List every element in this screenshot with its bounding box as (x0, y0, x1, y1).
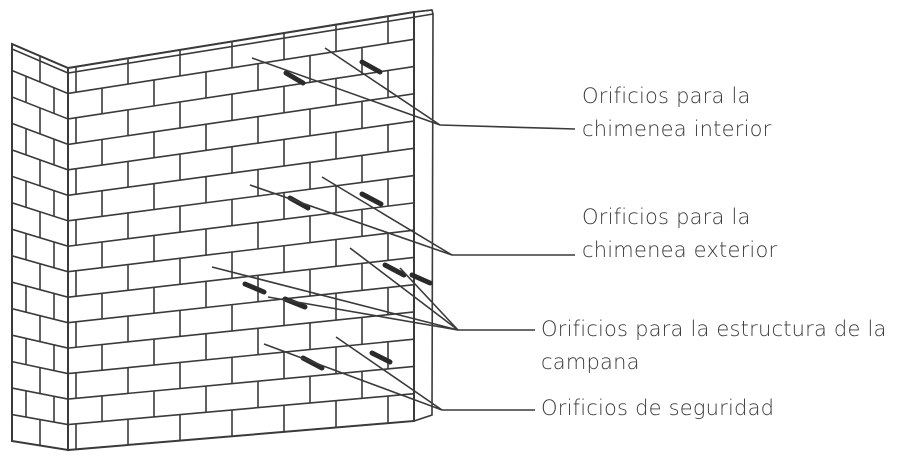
label-chimenea-exterior-line2: chimenea exterior (582, 238, 778, 262)
label-chimenea-interior-line2: chimenea interior (582, 117, 772, 141)
drill-hole (359, 191, 384, 207)
drill-hole (283, 70, 306, 86)
drill-hole (369, 350, 393, 365)
drill-hole (359, 59, 383, 75)
label-estructura-campana-line1: Orificios para la estructura de la (541, 317, 887, 341)
wall-top-edge (11, 9, 434, 422)
label-seguridad: Orificios de seguridad (541, 392, 774, 425)
label-estructura-campana: Orificios para la estructura de la campa… (541, 313, 887, 379)
drill-hole (242, 281, 267, 295)
wall-side-face (11, 42, 69, 452)
drill-hole (382, 262, 407, 278)
label-chimenea-exterior: Orificios para la chimenea exterior (582, 201, 777, 267)
label-estructura-campana-line2: campana (541, 350, 640, 374)
drill-hole (409, 272, 433, 286)
label-chimenea-interior-line1: Orificios para la (582, 84, 751, 108)
label-chimenea-interior: Orificios para la chimenea interior (582, 80, 772, 146)
leader-lines (211, 47, 576, 411)
wall-front-face (67, 10, 415, 452)
label-seguridad-line1: Orificios de seguridad (541, 396, 775, 420)
label-chimenea-exterior-line1: Orificios para la (582, 205, 751, 229)
